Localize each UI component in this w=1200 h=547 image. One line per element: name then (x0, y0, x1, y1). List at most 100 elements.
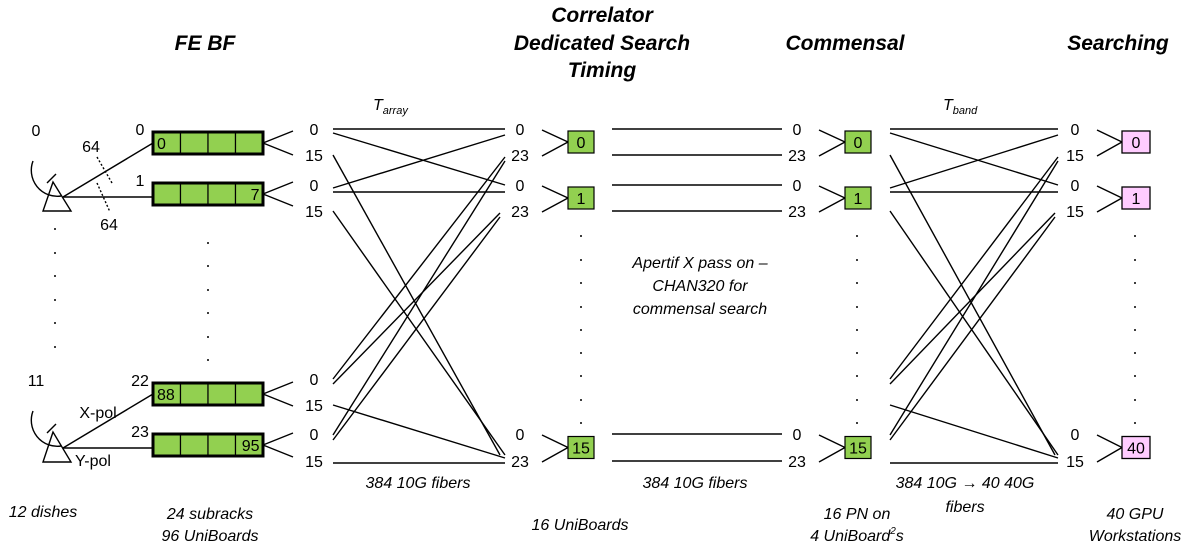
note-line2: CHAN320 for (652, 278, 748, 295)
caption-dishes: 12 dishes (9, 504, 78, 521)
searching-port-label: 15 (1066, 148, 1084, 165)
uniboard-cell (152, 433, 182, 457)
searching-port-label: 0 (1071, 122, 1080, 139)
searching-port-label: 15 (1066, 454, 1084, 471)
dish-bottom: 11 (28, 373, 73, 463)
searching-port-label: 0 (1071, 427, 1080, 444)
caption-commensal-line1: 16 PN on (824, 506, 891, 523)
subrack-index: 1 (136, 173, 145, 190)
fe-port-label: 15 (305, 398, 323, 415)
searching-node (1121, 435, 1151, 460)
commensal-port-label: 0 (793, 122, 802, 139)
fiber-link (889, 134, 1059, 189)
subrack: 22 88 (131, 373, 294, 407)
fiber-caption-mid: 384 10G fibers (643, 475, 748, 492)
searching-node-label: 0 (1132, 135, 1141, 152)
correlator-port-label: 0 (516, 427, 525, 444)
uniboard-cell (179, 182, 209, 206)
dish-index-top: 0 (32, 123, 41, 140)
t-array-label: Tarray (373, 97, 409, 117)
fiber-link (332, 212, 501, 385)
uniboard-cell (207, 131, 237, 155)
caption-correlator: 16 UniBoards (532, 517, 629, 534)
subrack-index: 0 (136, 122, 145, 139)
dish-index-bottom: 11 (28, 373, 45, 390)
fe-port-label: 15 (305, 204, 323, 221)
commensal-port-label: 23 (788, 204, 806, 221)
correlator-port-label: 23 (511, 454, 529, 471)
uniboard-cell-label: 0 (157, 136, 166, 153)
fiber-split-marker (96, 156, 113, 184)
correlator-node (567, 435, 595, 460)
commensal-node-label: 1 (854, 191, 863, 208)
fiber-caption-array: 384 10G fibers (366, 475, 471, 492)
correlator-port-label: 0 (516, 122, 525, 139)
dish-mount-icon (42, 430, 73, 463)
uniboard-cell-label: 88 (157, 387, 175, 404)
fe-port-label: 0 (310, 178, 319, 195)
t-band-label: Tband (943, 97, 978, 117)
fiber-link (332, 216, 501, 441)
commensal-node-label: 15 (849, 441, 867, 458)
header-correlator-line1: Correlator (551, 4, 654, 27)
correlator-node (567, 186, 595, 210)
caption-subracks-line2: 96 UniBoards (162, 528, 259, 545)
fiber-link (889, 216, 1056, 441)
caption-searching-line1: 40 GPU (1107, 506, 1164, 523)
fe-port-label: 0 (310, 122, 319, 139)
fiber-link (889, 404, 1059, 459)
commensal-port-label: 23 (788, 454, 806, 471)
correlator-port-label: 23 (511, 148, 529, 165)
fiber-link (332, 134, 506, 189)
fiber-split-marker (96, 182, 111, 213)
dish-reflector-icon (30, 160, 62, 197)
note-line3: commensal search (633, 301, 767, 318)
dish-feed-icon (46, 423, 57, 434)
uniboard-cell (179, 131, 209, 155)
searching-node-label: 40 (1127, 441, 1145, 458)
uniboard-cell (179, 382, 209, 406)
ellipsis-dots (54, 228, 1136, 424)
fiber-link (889, 132, 1059, 186)
commensal-node (844, 130, 872, 154)
fiber-link (332, 160, 506, 436)
correlator-port-label: 23 (511, 204, 529, 221)
uniboard-cell (207, 382, 237, 406)
fe-port-label: 15 (305, 454, 323, 471)
note-line1: Apertif X pass on – (631, 255, 767, 272)
header-correlator-line3: Timing (568, 59, 637, 82)
ypol-label: Y-pol (75, 453, 111, 470)
fe-port-label: 0 (310, 372, 319, 389)
searching-node (1121, 186, 1151, 210)
commensal-node (844, 435, 872, 460)
fiber-caption-band-line1: 384 10G → 40 40G (896, 475, 1035, 492)
searching-node (1121, 130, 1151, 154)
uniboard-cell (179, 433, 209, 457)
fiber-link (332, 154, 501, 456)
commensal-port-label: 0 (793, 178, 802, 195)
fiber-link (889, 210, 1059, 456)
dish-top: 0 (30, 123, 73, 212)
uniboard-cell (152, 182, 182, 206)
commensal-node-label: 0 (854, 135, 863, 152)
fiber-link (332, 156, 506, 380)
fiber-link (889, 160, 1059, 436)
subrack: 17 (136, 173, 294, 207)
correlator-node (567, 130, 595, 154)
subrack-index: 22 (131, 373, 149, 390)
fiber-count-top: 64 (82, 139, 100, 156)
fiber-link (889, 212, 1056, 385)
dish-feed-icon (46, 173, 57, 184)
correlator-node-label: 15 (572, 441, 590, 458)
searching-node-label: 1 (1132, 191, 1141, 208)
fe-port-label: 15 (305, 148, 323, 165)
uniboard-cell (207, 182, 237, 206)
fiber-caption-band-line2: fibers (945, 499, 984, 516)
uniboard-cell-label: 95 (242, 438, 260, 455)
uniboard-cell-label: 7 (251, 187, 260, 204)
caption-searching-line2: Workstations (1089, 528, 1181, 545)
fiber-link (889, 156, 1059, 380)
header-correlator-line2: Dedicated Search (514, 32, 690, 55)
header-fe-bf: FE BF (175, 32, 237, 55)
